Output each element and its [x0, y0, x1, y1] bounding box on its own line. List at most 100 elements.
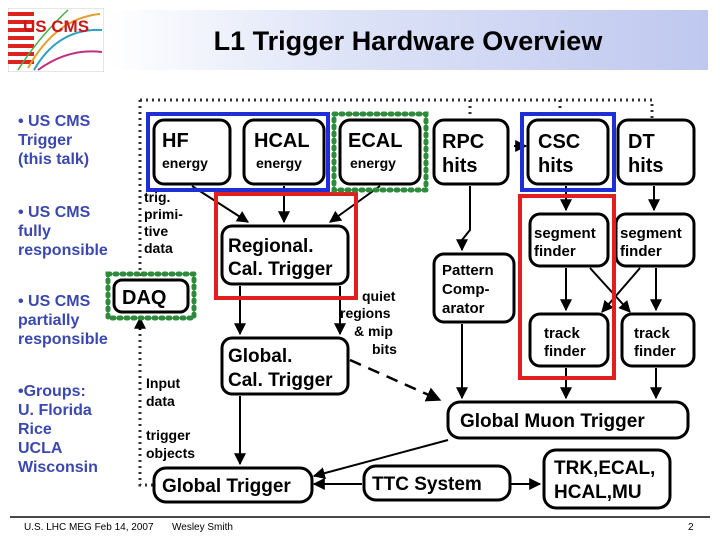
csc-sublabel: hits: [538, 155, 574, 177]
partially-responsible-highlight-daq: [105, 271, 197, 321]
svg-text:Comp-: Comp-: [442, 281, 490, 298]
track-finder-1: track finder: [528, 312, 610, 368]
ecal-box: ECAL energy: [338, 118, 422, 186]
quiet-regions-label: quiet regions & mip bits: [340, 288, 397, 357]
bullet-line: Wisconsin: [18, 459, 98, 476]
ecal-label: ECAL: [348, 130, 402, 152]
bullet-line: Trigger: [18, 132, 73, 149]
regional-label: Regional.: [228, 236, 314, 257]
page-number: 2: [688, 522, 694, 533]
svg-text:quiet: quiet: [362, 288, 396, 304]
csc-label: CSC: [538, 131, 580, 153]
svg-text:tive: tive: [144, 223, 168, 239]
footer-author: Wesley Smith: [172, 522, 233, 533]
logo-text: US CMS: [23, 17, 89, 36]
dt-label: DT: [628, 131, 655, 153]
svg-text:HCAL,MU: HCAL,MU: [554, 482, 642, 503]
svg-text:data: data: [146, 393, 175, 409]
segment-finder-2: segment finder: [614, 212, 696, 268]
svg-text:data: data: [144, 240, 173, 256]
rpc-sublabel: hits: [442, 155, 478, 177]
svg-text:arator: arator: [442, 300, 485, 317]
svg-text:Pattern: Pattern: [442, 262, 494, 279]
us-cms-logo: US CMS: [7, 7, 105, 73]
svg-text:Input: Input: [146, 375, 181, 391]
hf-label: HF: [162, 130, 189, 152]
svg-text:Global Muon Trigger: Global Muon Trigger: [460, 411, 645, 432]
daq-box: DAQ: [112, 278, 190, 314]
svg-text:finder: finder: [544, 343, 586, 360]
fully-responsible-highlight-csc: [518, 194, 616, 380]
bullet-line: UCLA: [18, 440, 63, 457]
hcal-box: HCAL energy: [242, 118, 326, 186]
footer-left: U.S. LHC MEG Feb 14, 2007: [24, 522, 154, 533]
bullet-line: Rice: [18, 421, 52, 438]
bullet-line: responsible: [18, 242, 108, 259]
us-cms-trigger-highlight-csc: [520, 112, 616, 192]
hf-box: HF energy: [152, 118, 232, 186]
dt-sublabel: hits: [628, 155, 664, 177]
svg-text:track: track: [634, 325, 671, 342]
title-bar: [108, 10, 708, 70]
svg-text:finder: finder: [620, 243, 662, 260]
ecal-sublabel: energy: [350, 155, 396, 171]
regional-cal-trigger-box: Regional. Cal. Trigger: [220, 224, 350, 286]
daq-label: DAQ: [122, 287, 166, 309]
svg-text:TTC System: TTC System: [372, 474, 482, 495]
pattern-comparator-box: Pattern Comp- arator: [432, 252, 516, 324]
global-trigger-box: Global Trigger: [152, 466, 314, 504]
svg-text:primi-: primi-: [144, 206, 183, 222]
bullet-line: (this talk): [18, 151, 90, 168]
fully-responsible-highlight-rct: [214, 192, 358, 300]
bullet-us-cms-trigger: • US CMS Trigger (this talk): [18, 112, 90, 169]
svg-text:trigger: trigger: [146, 427, 191, 443]
svg-text:Global.: Global.: [228, 346, 292, 367]
footer-divider: [10, 516, 710, 518]
track-finder-2: track finder: [620, 312, 696, 368]
svg-text:regions: regions: [340, 305, 391, 321]
hf-sublabel: energy: [162, 155, 208, 171]
hcal-label: HCAL: [254, 130, 310, 152]
trig-primitive-label: trig. primi- tive data: [144, 189, 183, 256]
slide-title: L1 Trigger Hardware Overview: [213, 26, 603, 56]
global-muon-trigger-box: Global Muon Trigger: [446, 400, 690, 440]
ttc-system-box: TTC System: [362, 464, 512, 502]
svg-text:TRK,ECAL,: TRK,ECAL,: [554, 458, 655, 479]
segment-finder-1: segment finder: [528, 212, 610, 268]
regional-label-2: Cal. Trigger: [228, 259, 333, 280]
svg-text:trig.: trig.: [144, 189, 170, 205]
rpc-label: RPC: [442, 131, 484, 153]
svg-text:segment: segment: [620, 225, 682, 242]
svg-text:& mip: & mip: [354, 323, 393, 339]
dt-box: DT hits: [616, 118, 696, 186]
bullet-line: responsible: [18, 331, 108, 348]
dotted-frame: [138, 98, 654, 487]
csc-box: CSC hits: [526, 118, 610, 186]
bullet-line: partially: [18, 312, 80, 329]
svg-text:Global Trigger: Global Trigger: [162, 476, 291, 497]
subsystems-box: TRK,ECAL, HCAL,MU: [542, 448, 672, 510]
trigger-objects-label: trigger objects: [146, 427, 195, 461]
bullet-line: • US CMS: [18, 204, 91, 221]
bullet-line: •Groups:: [18, 383, 86, 400]
svg-text:segment: segment: [534, 225, 596, 242]
bullet-fully-responsible: • US CMS fully responsible: [18, 203, 108, 260]
bullet-line: • US CMS: [18, 293, 91, 310]
svg-text:Cal. Trigger: Cal. Trigger: [228, 370, 333, 391]
svg-text:objects: objects: [146, 445, 195, 461]
rpc-box: RPC hits: [432, 118, 510, 186]
svg-text:track: track: [544, 325, 581, 342]
hcal-sublabel: energy: [256, 155, 302, 171]
bullet-line: U. Florida: [18, 402, 92, 419]
global-cal-trigger-box: Global. Cal. Trigger: [220, 336, 350, 396]
partially-responsible-highlight-ecal: [331, 111, 429, 193]
dashed-arrow: [349, 358, 442, 402]
bullet-partially-responsible: • US CMS partially responsible: [18, 292, 108, 349]
flow-arrows: [134, 140, 662, 490]
bullet-groups: •Groups: U. Florida Rice UCLA Wisconsin: [18, 382, 98, 477]
bullet-line: • US CMS: [18, 113, 91, 130]
us-cms-trigger-highlight-calo: [146, 112, 330, 192]
bullet-line: fully: [18, 223, 51, 240]
input-data-label: Input data: [146, 375, 181, 409]
